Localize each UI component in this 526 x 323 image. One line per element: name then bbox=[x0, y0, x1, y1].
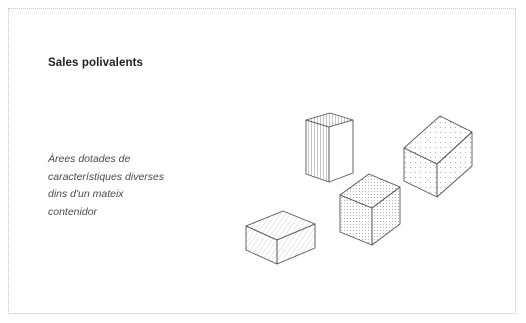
isometric-boxes-illustration bbox=[245, 112, 473, 265]
info-card bbox=[8, 8, 516, 314]
description-line: característiques diverses bbox=[48, 170, 165, 183]
description-line: dins d'un mateix bbox=[48, 188, 124, 200]
large-box-shape bbox=[403, 115, 473, 198]
flat-box-shape bbox=[245, 210, 316, 265]
card-title: Sales polivalents bbox=[48, 57, 144, 69]
description-line: contenidor bbox=[48, 205, 98, 218]
description-line: Àrees dotades de bbox=[48, 153, 131, 165]
card-description: Àrees dotades de característiques divers… bbox=[48, 151, 248, 221]
middle-box-shape bbox=[339, 173, 401, 246]
tall-box-shape bbox=[305, 112, 354, 183]
